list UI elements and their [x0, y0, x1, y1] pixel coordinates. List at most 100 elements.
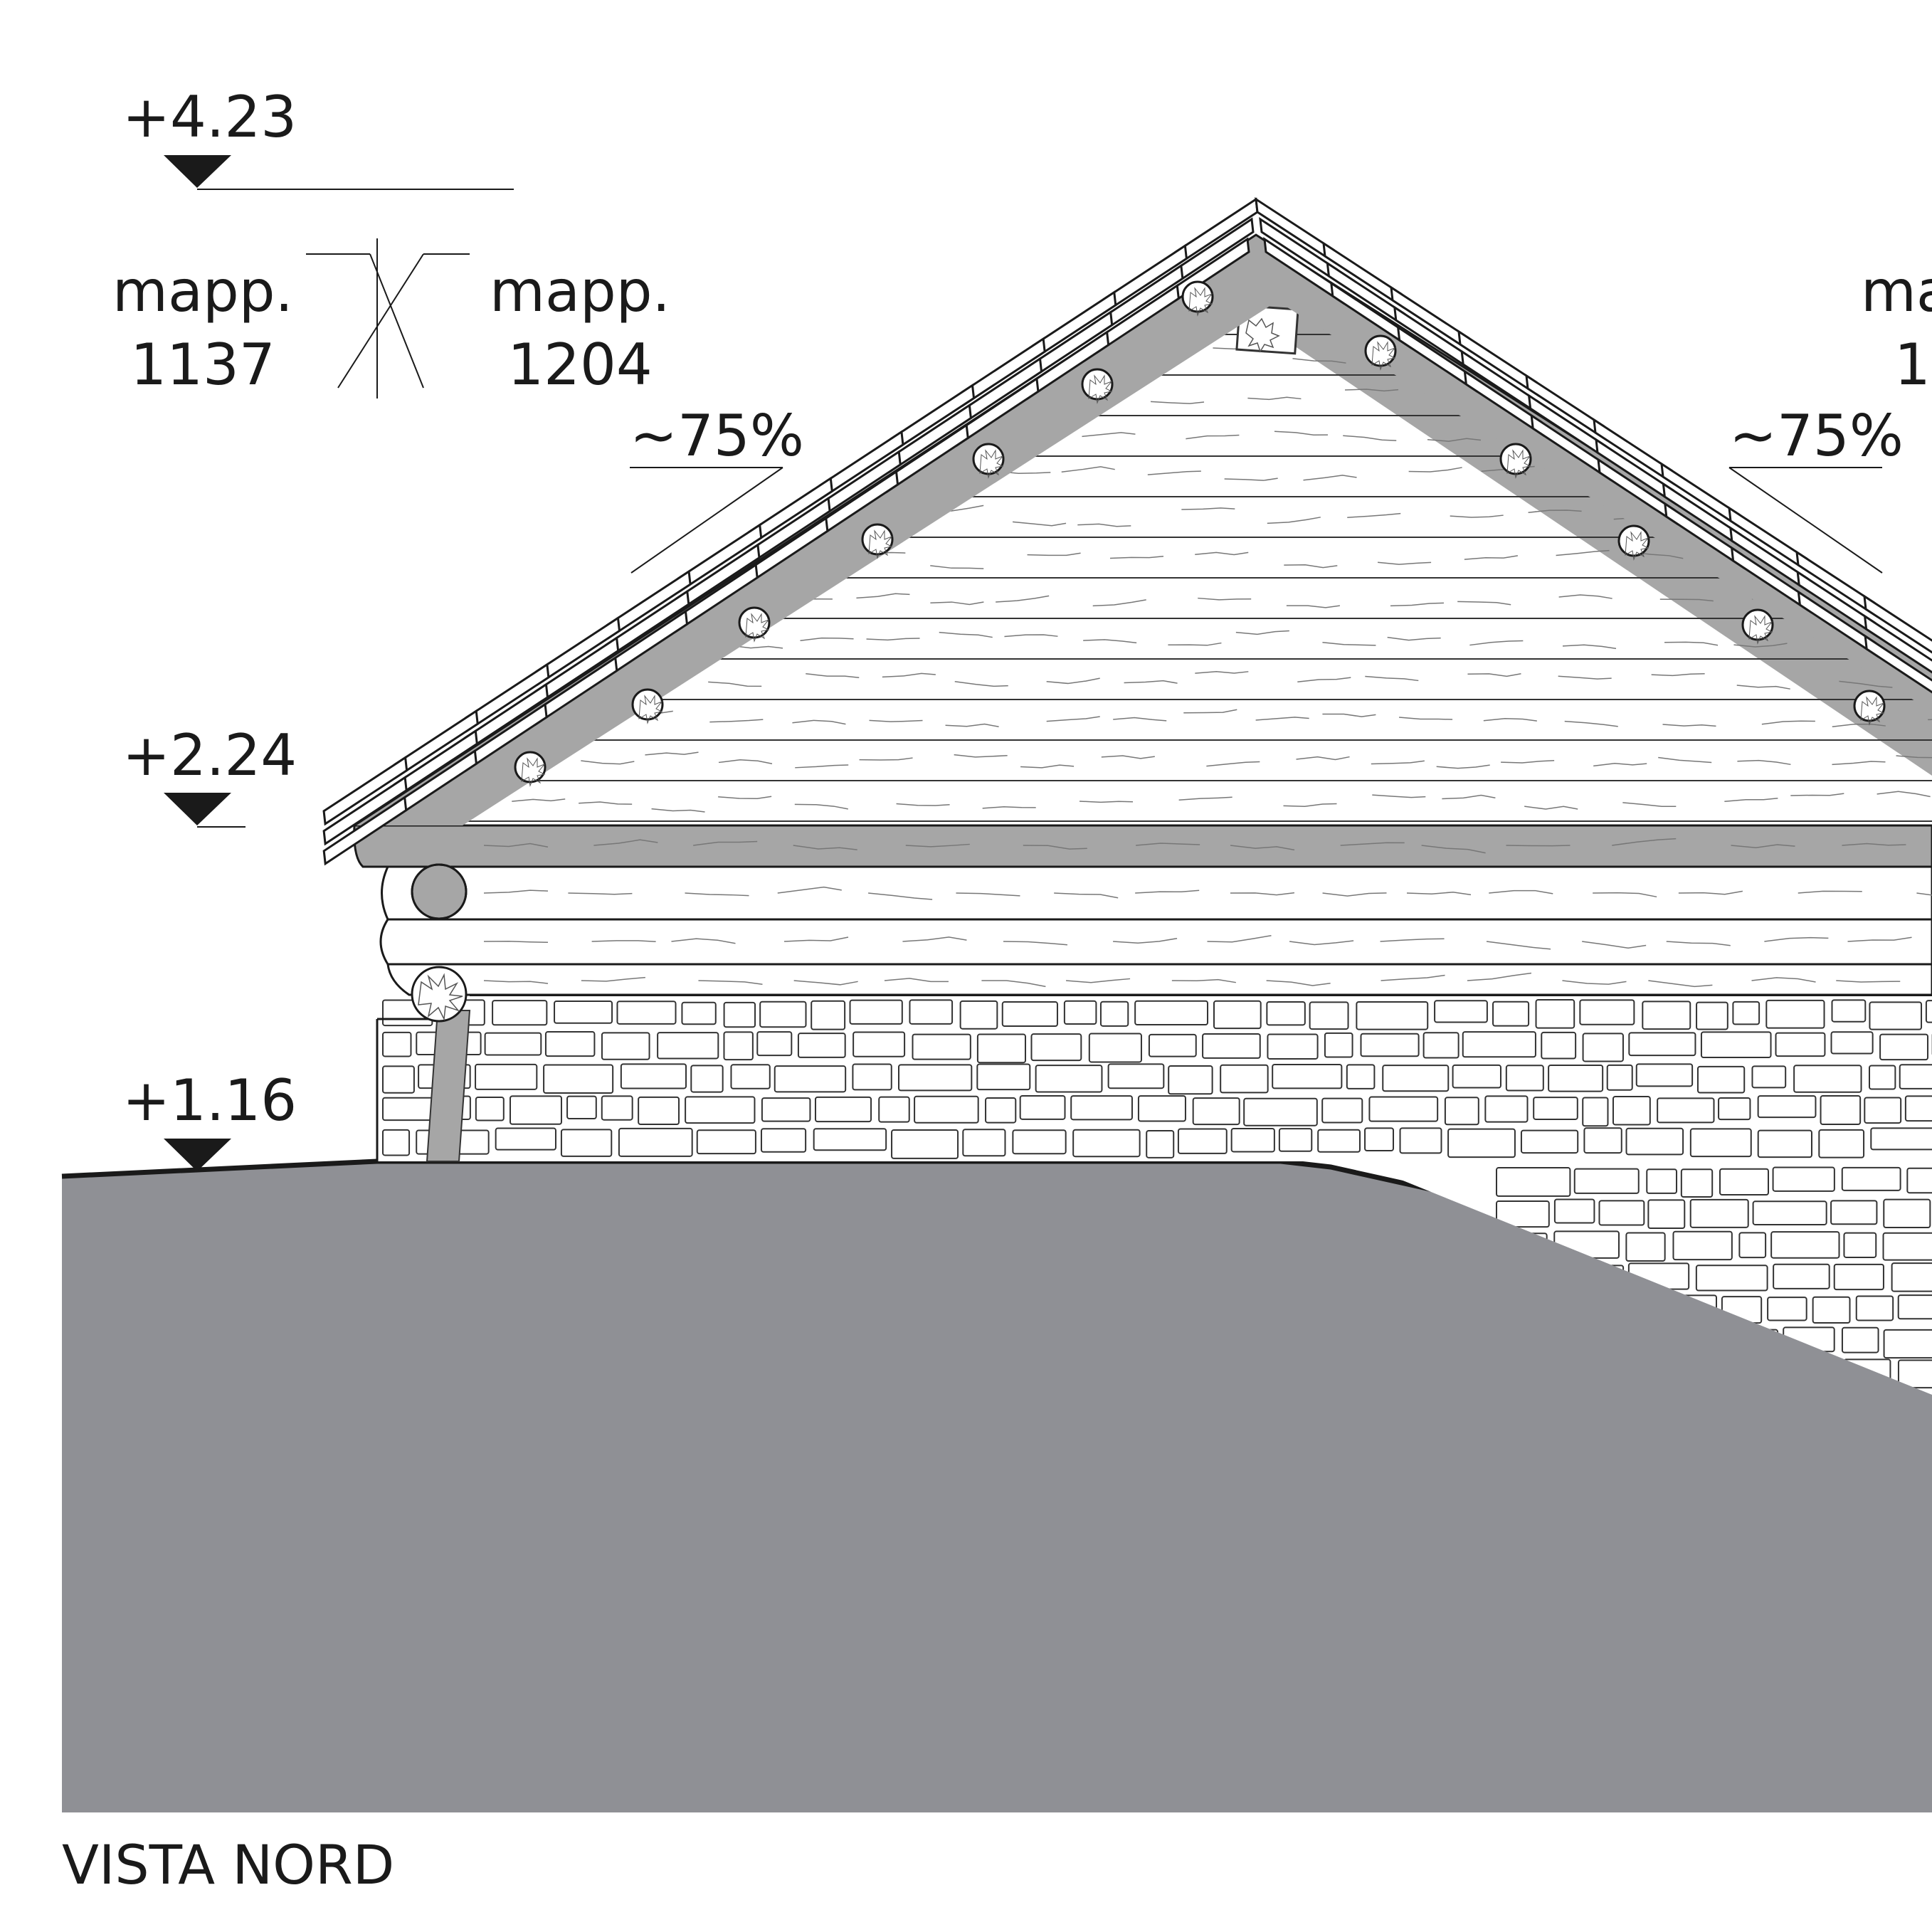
- wood-grain: [1224, 477, 1278, 481]
- wood-grain: [1101, 755, 1155, 759]
- roof-slab: [1863, 613, 1932, 674]
- wall-stone: [1718, 1097, 1751, 1121]
- wall-stone: [976, 1033, 1026, 1064]
- roof-slab: [1863, 594, 1932, 654]
- wood-grain: [1178, 796, 1232, 801]
- wall-stone: [618, 1127, 693, 1157]
- wall-stone: [1695, 1265, 1768, 1292]
- wood-grain: [1593, 763, 1647, 767]
- wall-stone: [1107, 1063, 1165, 1089]
- wood-grain: [1289, 940, 1354, 946]
- wall-stone: [976, 1063, 1031, 1091]
- wood-grain: [1082, 432, 1136, 438]
- wood-grain: [493, 431, 547, 435]
- wall-stone: [959, 1000, 998, 1030]
- wood-grain: [1839, 680, 1893, 688]
- wood-grain: [1372, 794, 1426, 798]
- wood-grain: [806, 673, 860, 678]
- wall-stone: [1582, 1097, 1609, 1127]
- wood-grain: [1023, 845, 1087, 850]
- wood-grain: [1230, 845, 1295, 851]
- wood-grain: [869, 719, 923, 722]
- parcel-middle: mapp. 1204: [490, 258, 670, 398]
- wood-grain: [902, 936, 967, 942]
- wall-stone: [1775, 1032, 1826, 1057]
- wall-stone: [492, 1000, 548, 1026]
- wood-grain: [945, 723, 999, 727]
- wood-grain: [1345, 389, 1399, 392]
- purlin-end: [1617, 524, 1650, 557]
- wood-grain: [426, 551, 481, 554]
- wall-stone: [1772, 1166, 1835, 1192]
- wood-grain: [1852, 559, 1906, 564]
- wood-grain: [1186, 434, 1240, 440]
- wood-grain: [611, 481, 665, 485]
- wall-stone: [1309, 1001, 1349, 1030]
- purlin-end: [1853, 690, 1886, 722]
- wood-grain: [1832, 761, 1886, 766]
- wall-stone: [1793, 1065, 1862, 1093]
- wall-stone: [814, 1096, 872, 1123]
- purlin-grain: [1625, 531, 1649, 561]
- wall-stone: [852, 1063, 892, 1091]
- wall-stone: [616, 1001, 677, 1025]
- wall-stone: [1137, 1095, 1186, 1122]
- wood-grain: [868, 892, 933, 900]
- wood-grain: [563, 523, 617, 527]
- wood-grain: [996, 595, 1050, 603]
- wood-grain: [1627, 358, 1682, 362]
- wood-grain: [1612, 838, 1677, 846]
- wood-grain: [1012, 521, 1067, 527]
- wood-grain: [512, 798, 566, 802]
- wall-stone: [1647, 1199, 1686, 1229]
- wood-grain: [951, 357, 1005, 361]
- wall-stone: [1579, 999, 1635, 1025]
- wall-stone: [495, 1127, 556, 1151]
- wood-grain: [1206, 761, 1260, 767]
- wall-stone: [1582, 1033, 1624, 1062]
- wood-grain: [1651, 672, 1705, 677]
- wall-stone: [543, 1064, 614, 1094]
- slope-left: ~75%: [630, 403, 804, 574]
- wood-grain: [1842, 843, 1906, 846]
- wood-grain: [426, 350, 481, 355]
- wood-grain: [1483, 718, 1537, 722]
- wood-grain: [1908, 600, 1932, 606]
- wood-grain: [1020, 764, 1075, 769]
- wood-grain: [1297, 677, 1351, 683]
- wood-grain: [1286, 605, 1340, 608]
- wood-grain: [515, 400, 570, 406]
- parcel-left-word: mapp.: [112, 258, 293, 324]
- wood-grain: [1506, 845, 1571, 847]
- parcel-middle-number: 1204: [507, 332, 653, 398]
- wood-grain: [982, 806, 1036, 809]
- wall-stone: [1088, 1033, 1142, 1063]
- wood-grain: [1390, 602, 1445, 607]
- wall-stone: [601, 1032, 650, 1060]
- wall-stone: [1266, 1001, 1306, 1026]
- wood-grain: [1054, 892, 1119, 899]
- wood-grain: [1004, 634, 1058, 638]
- wall-stone: [1883, 1329, 1932, 1359]
- wall-stone: [1612, 1095, 1651, 1126]
- wood-grain: [1283, 803, 1337, 808]
- wall-stone: [1496, 1167, 1571, 1197]
- wall-stone: [475, 1063, 538, 1090]
- wall-stone: [601, 1095, 633, 1121]
- wood-grain: [483, 890, 549, 894]
- wood-grain: [792, 719, 846, 725]
- wood-grain: [1736, 396, 1790, 400]
- wall-stone: [1368, 1096, 1439, 1122]
- roof-slab: [1864, 633, 1932, 694]
- wood-grain: [514, 556, 569, 564]
- wood-grain: [1136, 843, 1200, 846]
- wood-grain: [685, 892, 749, 897]
- wall-stone: [1751, 1065, 1787, 1089]
- wall-stone: [484, 1032, 542, 1056]
- wall-stone: [554, 1000, 613, 1024]
- wood-grain: [778, 350, 833, 354]
- wood-grain: [1464, 555, 1519, 560]
- wood-grain: [800, 637, 854, 642]
- purlin-grain: [1860, 696, 1885, 726]
- wood-grain: [1884, 512, 1932, 517]
